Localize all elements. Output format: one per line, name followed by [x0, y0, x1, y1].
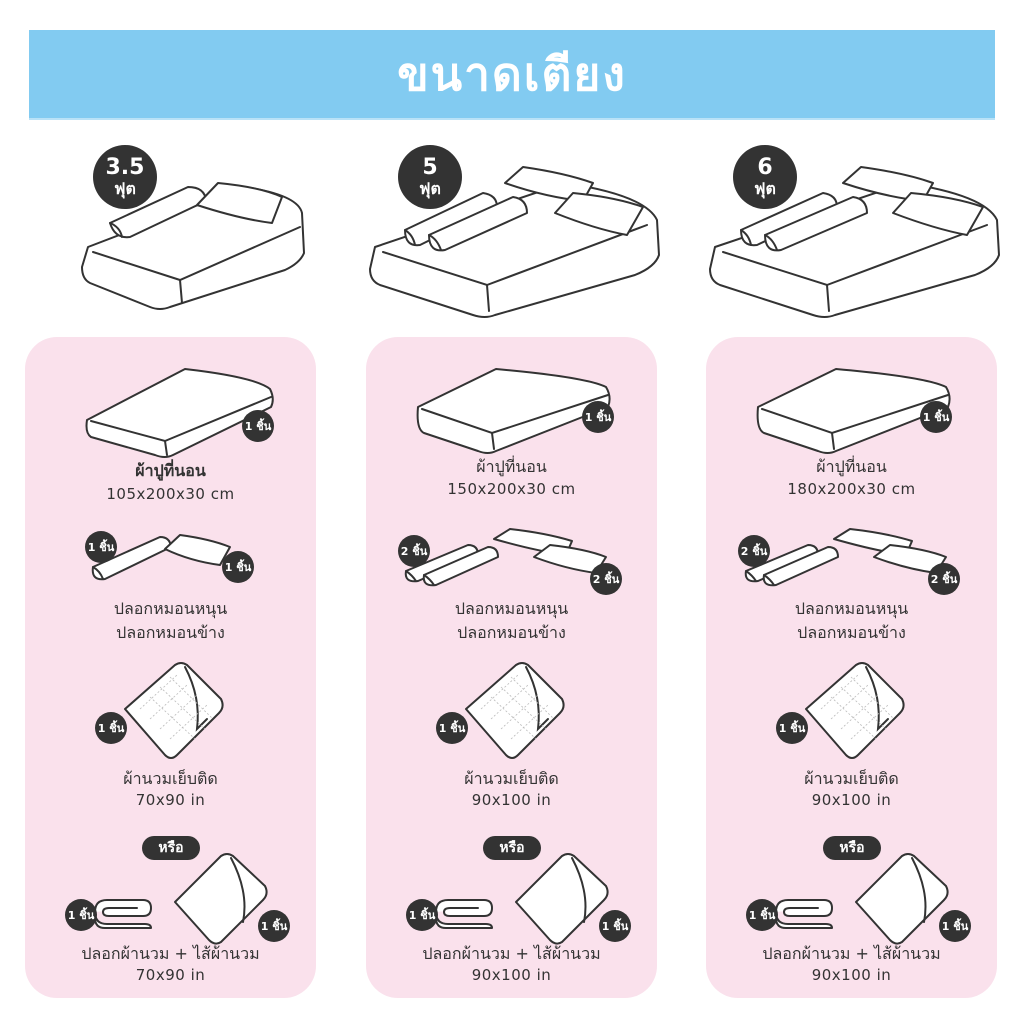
fitted-sheet-label: ผ้าปูที่นอน — [476, 457, 547, 476]
bed-illustration-5ft: 5 ฟุต — [365, 135, 665, 325]
duvet-set-label: ปลอกผ้านวม + ไส้ผ้านวม — [762, 944, 941, 963]
pillowcases-item: 2 ชิ้น 2 ชิ้น ปลอกหมอนหนุน ปลอกหมอนข้าง — [706, 527, 997, 647]
duvet-cover-and-insert-icon — [435, 853, 609, 945]
pillow-pieces-badge: 2 ชิ้น — [928, 563, 960, 595]
quilt-dimensions: 90x100 in — [471, 791, 552, 809]
pieces-badge: 1 ชิ้น — [776, 712, 808, 744]
fitted-sheet-icon — [416, 368, 611, 454]
quilt-item: 1 ชิ้น ผ้านวมเย็บติด 70x90 in — [25, 657, 316, 817]
duvet-set-label: ปลอกผ้านวม + ไส้ผ้านวม — [81, 944, 260, 963]
bed-size-badge: 3.5 ฟุต — [93, 145, 157, 209]
fitted-sheet-dimensions: 150x200x30 cm — [447, 480, 576, 498]
bedding-panel-6ft: 1 ชิ้น ผ้าปูที่นอน 180x200x30 cm 2 ชิ้น … — [706, 337, 997, 998]
fitted-sheet-label: ผ้าปูที่นอน — [816, 457, 887, 476]
king-bed-icon — [709, 166, 1000, 318]
quilt-label: ผ้านวมเย็บติด — [804, 769, 899, 788]
bedding-panel-5ft: 1 ชิ้น ผ้าปูที่นอน 150x200x30 cm 2 ชิ้น … — [366, 337, 657, 998]
quilt-item: 1 ชิ้น ผ้านวมเย็บติด 90x100 in — [706, 657, 997, 817]
pillow-bolster-icon — [404, 528, 607, 587]
quilt-item: 1 ชิ้น ผ้านวมเย็บติด 90x100 in — [366, 657, 657, 817]
quilt-icon — [805, 662, 905, 759]
bed-size-badge: 5 ฟุต — [398, 145, 462, 209]
duvet-set-item: 1 ชิ้น 1 ชิ้น ปลอกผ้านวม + ไส้ผ้านวม 90x… — [706, 842, 997, 998]
fitted-sheet-item: 1 ชิ้น ผ้าปูที่นอน 105x200x30 cm — [25, 337, 316, 507]
duvet-set-label: ปลอกผ้านวม + ไส้ผ้านวม — [422, 944, 601, 963]
pieces-badge: 1 ชิ้น — [95, 712, 127, 744]
duvet-set-dimensions: 70x90 in — [135, 966, 206, 984]
insert-pieces-badge: 1 ชิ้น — [599, 910, 631, 942]
bed-size-value: 6 — [757, 155, 773, 180]
bed-size-unit: ฟุต — [419, 179, 441, 198]
cover-pieces-badge: 1 ชิ้น — [746, 899, 778, 931]
duvet-cover-and-insert-icon — [94, 853, 268, 945]
bed-illustration-6ft: 6 ฟุต — [705, 135, 1005, 325]
quilt-label: ผ้านวมเย็บติด — [464, 769, 559, 788]
bolster-case-label: ปลอกหมอนข้าง — [116, 623, 225, 642]
fitted-sheet-icon — [85, 368, 274, 458]
duvet-set-item: 1 ชิ้น 1 ชิ้น ปลอกผ้านวม + ไส้ผ้านวม 90x… — [366, 842, 657, 998]
duvet-set-dimensions: 90x100 in — [811, 966, 892, 984]
fitted-sheet-item: 1 ชิ้น ผ้าปูที่นอน 180x200x30 cm — [706, 337, 997, 507]
bolster-pieces-badge: 1 ชิ้น — [85, 531, 117, 563]
duvet-set-item: 1 ชิ้น 1 ชิ้น ปลอกผ้านวม + ไส้ผ้านวม 70x… — [25, 842, 316, 998]
page-title: ขนาดเตียง — [397, 46, 627, 101]
pillowcases-item: 2 ชิ้น 2 ชิ้น ปลอกหมอนหนุน ปลอกหมอนข้าง — [366, 527, 657, 647]
double-bed-icon — [369, 166, 660, 318]
or-separator: หรือ — [142, 836, 200, 860]
pillowcase-label: ปลอกหมอนหนุน — [794, 599, 909, 618]
bedding-panel-3-5ft: 1 ชิ้น ผ้าปูที่นอน 105x200x30 cm 1 ชิ้น … — [25, 337, 316, 998]
fitted-sheet-icon — [756, 368, 951, 454]
insert-pieces-badge: 1 ชิ้น — [258, 910, 290, 942]
fitted-sheet-label: ผ้าปูที่นอน — [135, 461, 206, 480]
quilt-dimensions: 90x100 in — [811, 791, 892, 809]
bed-size-value: 3.5 — [105, 155, 145, 180]
duvet-cover-and-insert-icon — [775, 853, 949, 945]
or-separator: หรือ — [823, 836, 881, 860]
bolster-pieces-badge: 2 ชิ้น — [398, 535, 430, 567]
pillowcase-label: ปลอกหมอนหนุน — [454, 599, 569, 618]
bed-size-badge: 6 ฟุต — [733, 145, 797, 209]
title-banner: ขนาดเตียง — [29, 30, 995, 120]
bolster-pieces-badge: 2 ชิ้น — [738, 535, 770, 567]
pillowcases-item: 1 ชิ้น 1 ชิ้น ปลอกหมอนหนุน ปลอกหมอนข้าง — [25, 527, 316, 647]
fitted-sheet-dimensions: 180x200x30 cm — [787, 480, 916, 498]
quilt-dimensions: 70x90 in — [135, 791, 206, 809]
pillow-bolster-icon — [91, 534, 231, 581]
cover-pieces-badge: 1 ชิ้น — [65, 899, 97, 931]
pieces-badge: 1 ชิ้น — [436, 712, 468, 744]
bed-size-unit: ฟุต — [754, 179, 776, 198]
duvet-set-dimensions: 90x100 in — [471, 966, 552, 984]
bolster-case-label: ปลอกหมอนข้าง — [797, 623, 906, 642]
bed-size-value: 5 — [422, 155, 438, 180]
bed-size-unit: ฟุต — [114, 179, 136, 198]
single-bed-icon — [81, 182, 305, 310]
cover-pieces-badge: 1 ชิ้น — [406, 899, 438, 931]
bed-illustration-3-5ft: 3.5 ฟุต — [60, 135, 360, 325]
pieces-badge: 1 ชิ้น — [920, 401, 952, 433]
pillow-bolster-icon — [744, 528, 947, 587]
pieces-badge: 1 ชิ้น — [242, 410, 274, 442]
pillow-pieces-badge: 1 ชิ้น — [222, 551, 254, 583]
quilt-icon — [124, 662, 224, 759]
pieces-badge: 1 ชิ้น — [582, 401, 614, 433]
pillowcase-label: ปลอกหมอนหนุน — [113, 599, 228, 618]
fitted-sheet-dimensions: 105x200x30 cm — [106, 485, 235, 503]
quilt-icon — [465, 662, 565, 759]
fitted-sheet-item: 1 ชิ้น ผ้าปูที่นอน 150x200x30 cm — [366, 337, 657, 507]
or-separator: หรือ — [483, 836, 541, 860]
pillow-pieces-badge: 2 ชิ้น — [590, 563, 622, 595]
insert-pieces-badge: 1 ชิ้น — [939, 910, 971, 942]
quilt-label: ผ้านวมเย็บติด — [123, 769, 218, 788]
bolster-case-label: ปลอกหมอนข้าง — [457, 623, 566, 642]
